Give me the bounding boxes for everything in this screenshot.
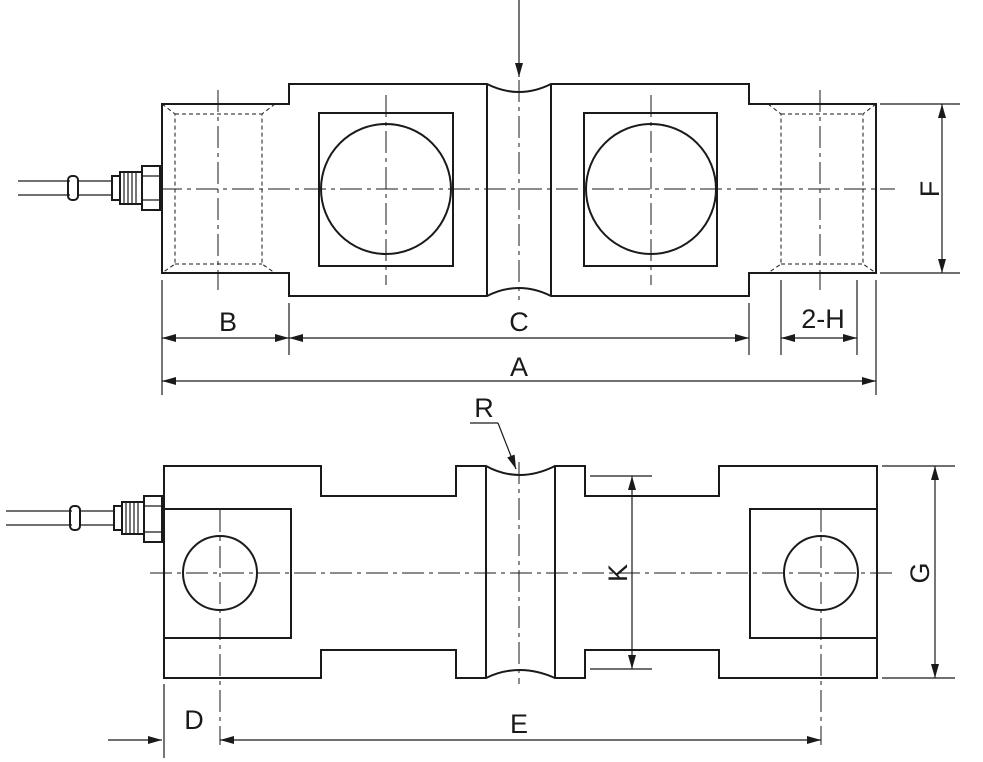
- dimension-label-c: C: [509, 307, 529, 337]
- dimension-label-g: G: [905, 562, 935, 583]
- bottom-cable: [6, 495, 163, 543]
- dimension-label-r: R: [474, 393, 494, 423]
- dimension-label-e: E: [510, 709, 528, 739]
- dimension-label-k: K: [603, 564, 633, 582]
- dimension-label-b: B: [219, 307, 237, 337]
- dimension-label-a: A: [510, 352, 528, 382]
- dimension-label-f: F: [915, 181, 945, 198]
- bottom-dimensions: R K G D E: [108, 393, 955, 758]
- top-dimensions: B C 2-H A F: [161, 103, 960, 395]
- bottom-body-outline: [163, 465, 878, 679]
- dimension-label-2-h: 2-H: [801, 304, 845, 334]
- top-view: [18, 0, 895, 300]
- bottom-view: [6, 462, 895, 745]
- dimension-label-d: D: [184, 705, 204, 735]
- top-cable: [18, 165, 161, 211]
